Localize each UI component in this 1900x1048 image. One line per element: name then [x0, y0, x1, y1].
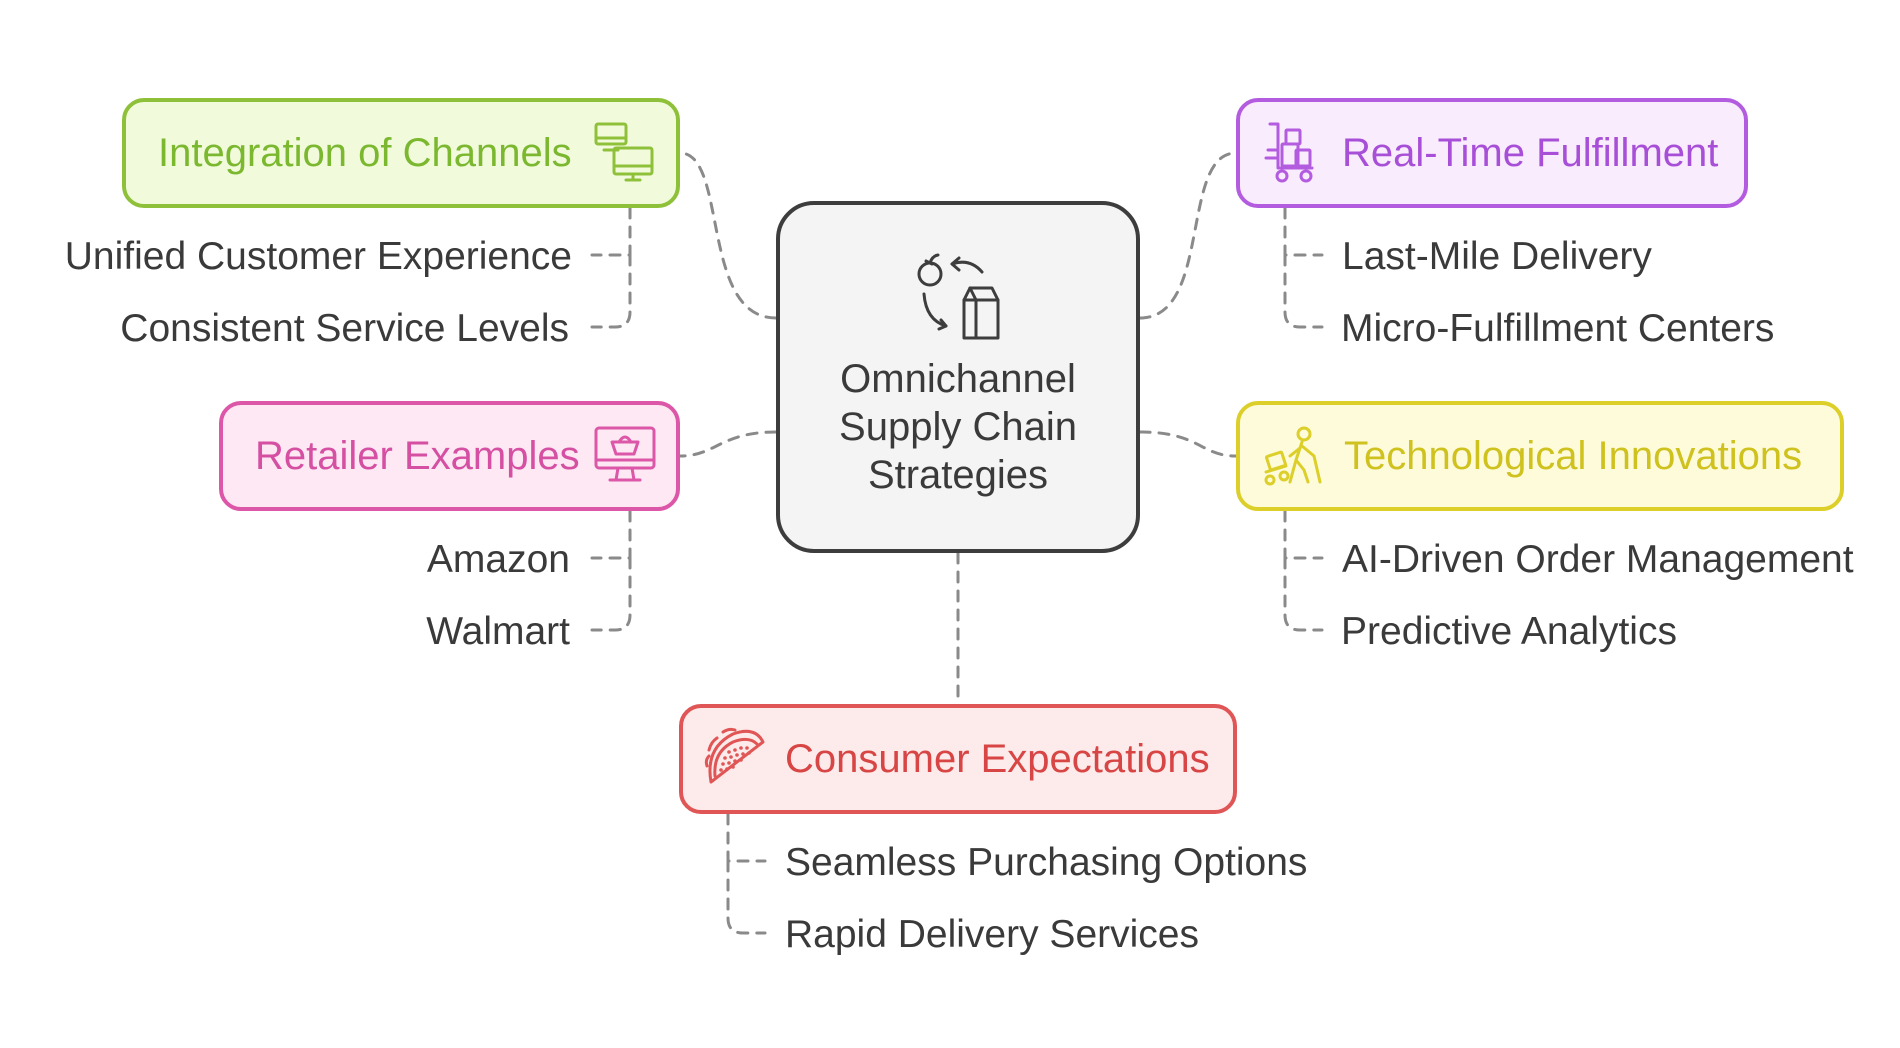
- tech-item-1: AI-Driven Order Management: [1342, 538, 1854, 581]
- consumer-item-1: Seamless Purchasing Options: [785, 841, 1308, 884]
- connector-tech: [1138, 430, 1238, 458]
- node-integration-label: Integration of Channels: [158, 130, 572, 175]
- connector-realtime: [1138, 151, 1238, 320]
- connector-tech-item-2: [1283, 556, 1324, 632]
- node-realtime-label: Real-Time Fulfillment: [1342, 130, 1719, 175]
- connector-consumer-item-1: [726, 812, 767, 863]
- center-title-line-3: Strategies: [867, 453, 1049, 497]
- worker-trolley-icon: [1264, 426, 1322, 486]
- node-technological-innovations[interactable]: Technological Innovations: [1236, 401, 1844, 511]
- connector-integration-item-2: [590, 253, 632, 329]
- connector-tech-item-1: [1283, 509, 1324, 560]
- retailer-item-1: Amazon: [426, 538, 570, 581]
- connector-retailer-item-2: [590, 556, 632, 632]
- connector-consumer-item-2: [726, 859, 767, 935]
- realtime-item-1: Last-Mile Delivery: [1342, 235, 1652, 278]
- delivery-cart-icon: [1264, 122, 1314, 183]
- connector-integration: [678, 151, 778, 320]
- tech-item-2: Predictive Analytics: [1341, 610, 1677, 653]
- center-title-line-1: Omnichannel: [840, 357, 1076, 401]
- node-tech-label: Technological Innovations: [1344, 433, 1803, 478]
- monitor-basket-icon: [594, 426, 656, 482]
- taco-icon: [704, 727, 765, 784]
- produce-cycle-icon: [917, 253, 1000, 340]
- retailer-item-2: Walmart: [426, 610, 570, 653]
- node-consumer-expectations[interactable]: Consumer Expectations: [679, 704, 1237, 814]
- node-retailer-label: Retailer Examples: [255, 433, 580, 478]
- node-consumer-label: Consumer Expectations: [785, 736, 1210, 781]
- node-real-time-fulfillment[interactable]: Real-Time Fulfillment: [1236, 98, 1748, 208]
- connector-realtime-item-1: [1283, 206, 1324, 257]
- connector-realtime-item-2: [1283, 253, 1324, 329]
- connector-integration-item-1: [590, 206, 632, 257]
- integration-item-1: Unified Customer Experience: [64, 235, 572, 278]
- realtime-item-2: Micro-Fulfillment Centers: [1341, 307, 1775, 350]
- node-integration-of-channels[interactable]: Integration of Channels: [122, 98, 680, 208]
- connector-retailer: [678, 430, 778, 458]
- multi-device-icon: [594, 122, 654, 182]
- integration-item-2: Consistent Service Levels: [120, 307, 569, 350]
- consumer-item-2: Rapid Delivery Services: [785, 913, 1199, 956]
- connector-retailer-item-1: [590, 509, 632, 560]
- center-title-line-2: Supply Chain: [839, 405, 1077, 449]
- node-retailer-examples[interactable]: Retailer Examples: [219, 401, 680, 511]
